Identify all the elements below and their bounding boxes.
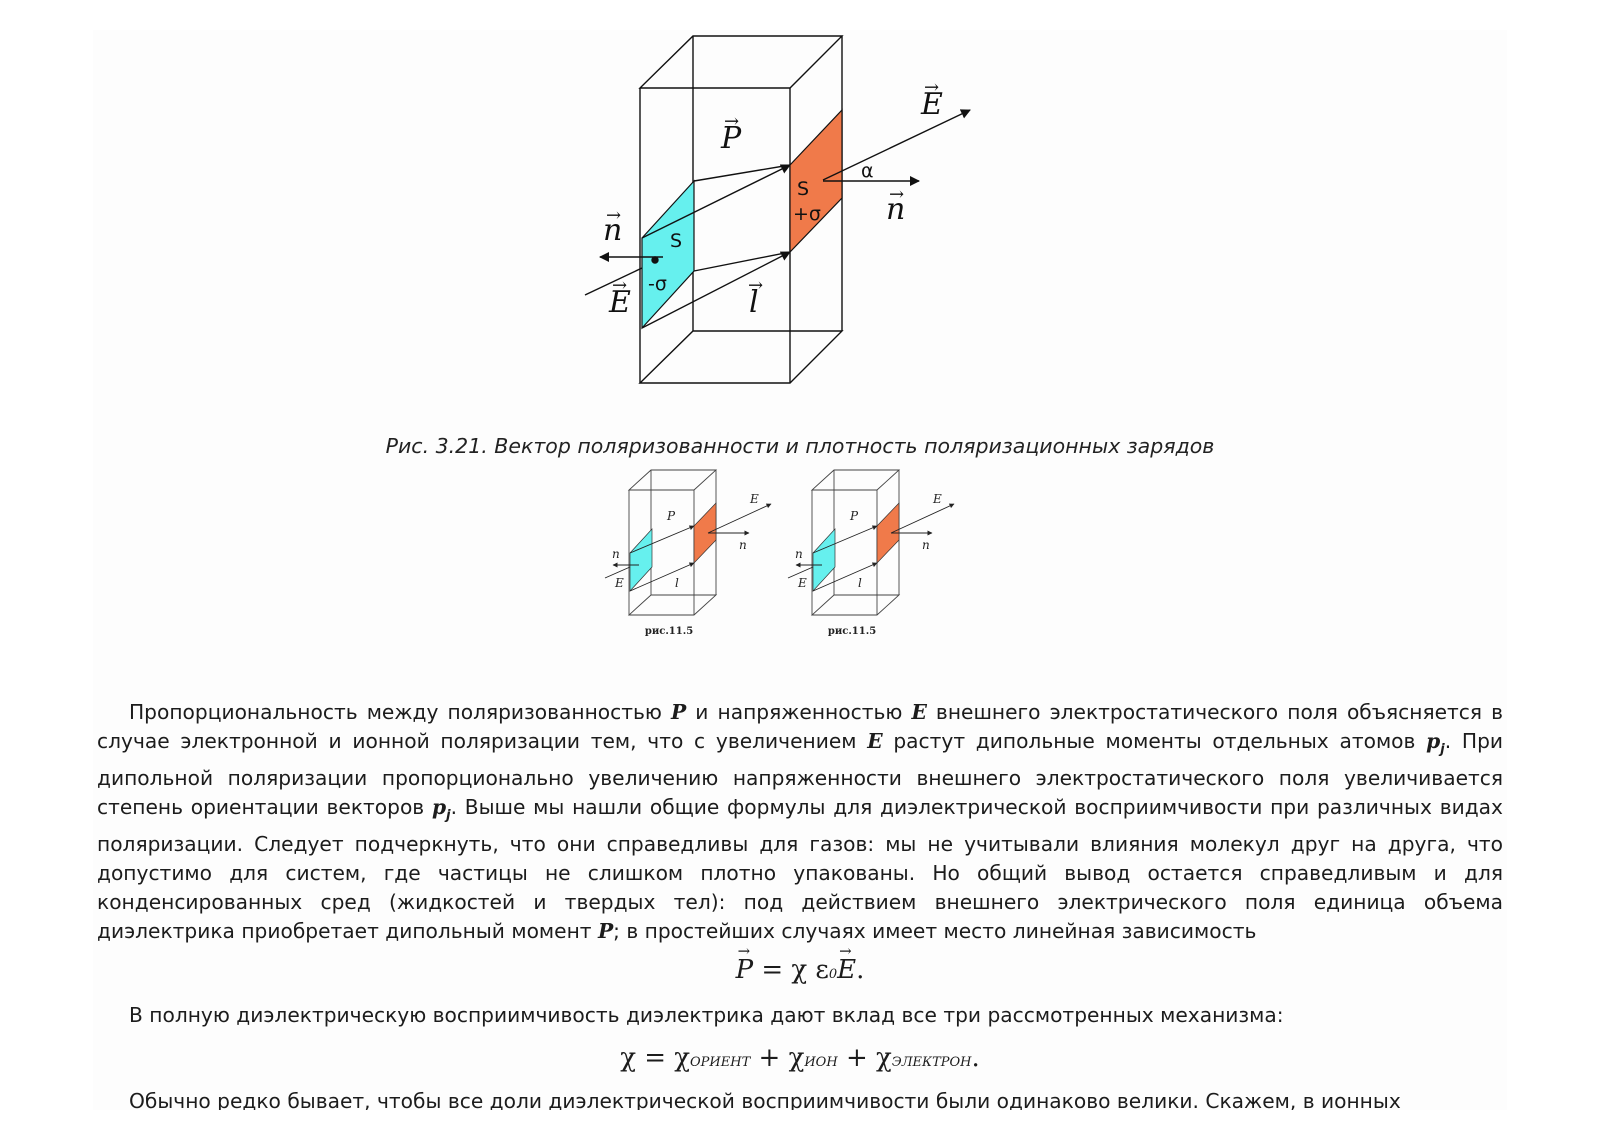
angle-alpha-label: α bbox=[861, 160, 874, 182]
vector-P-label: P bbox=[720, 121, 742, 156]
svg-text:l: l bbox=[858, 576, 862, 590]
svg-text:E: E bbox=[932, 492, 942, 506]
svg-text:P: P bbox=[666, 509, 676, 523]
sigma-minus-label: -σ bbox=[648, 273, 667, 295]
body-text: Пропорциональность между поляризованност… bbox=[97, 698, 1503, 1110]
vector-E-top-label: E bbox=[920, 87, 943, 122]
vector-arrow-icon: → bbox=[612, 275, 627, 296]
svg-text:n: n bbox=[612, 547, 620, 561]
vector-E-bottom-label: E bbox=[608, 285, 631, 320]
paragraph-3: Обычно редко бывает, чтобы все доли диэл… bbox=[129, 1089, 1401, 1110]
polarization-figure: P → E → n → n → E → l → α S +σ S -σ bbox=[584, 35, 971, 384]
thumbnail-2-caption: рис.11.5 bbox=[828, 626, 876, 637]
field-lines bbox=[584, 109, 971, 329]
vector-n-right-label: n bbox=[886, 192, 905, 227]
svg-text:E: E bbox=[797, 576, 807, 590]
svg-text:l: l bbox=[675, 576, 679, 590]
vector-arrow-icon: → bbox=[748, 275, 763, 296]
paragraph-1: Пропорциональность между поляризованност… bbox=[97, 700, 1504, 944]
thumbnail-1-caption: рис.11.5 bbox=[645, 626, 693, 637]
sigma-plus-label: +σ bbox=[793, 203, 821, 225]
svg-text:P: P bbox=[849, 509, 859, 523]
area-S-left-label: S bbox=[670, 230, 682, 252]
svg-text:n: n bbox=[922, 538, 930, 552]
formula-polarization: P = χ ε0E. bbox=[97, 929, 1503, 997]
svg-text:E: E bbox=[749, 492, 759, 506]
positive-charge-face bbox=[789, 108, 843, 254]
area-S-right-label: S bbox=[797, 178, 809, 200]
document-page: P → E → n → n → E → l → α S +σ S -σ Рис.… bbox=[93, 30, 1507, 1110]
svg-text:n: n bbox=[739, 538, 747, 552]
vector-arrow-icon: → bbox=[889, 184, 904, 205]
figure-caption: Рис. 3.21. Вектор поляризованности и пло… bbox=[385, 434, 1215, 458]
vector-arrow-icon: → bbox=[924, 77, 939, 98]
svg-text:E: E bbox=[614, 576, 624, 590]
vector-l-label: l bbox=[749, 285, 759, 320]
vector-arrow-icon: → bbox=[606, 205, 621, 226]
vector-n-left-label: n bbox=[603, 213, 622, 248]
svg-text:n: n bbox=[795, 547, 803, 561]
paragraph-2: В полную диэлектрическую восприимчивость… bbox=[129, 1003, 1284, 1028]
formula-susceptibility: χ = χОРИЕНТ + χИОН + χЭЛЕКТРОН. bbox=[620, 1043, 980, 1074]
vector-arrow-icon: → bbox=[724, 111, 739, 132]
